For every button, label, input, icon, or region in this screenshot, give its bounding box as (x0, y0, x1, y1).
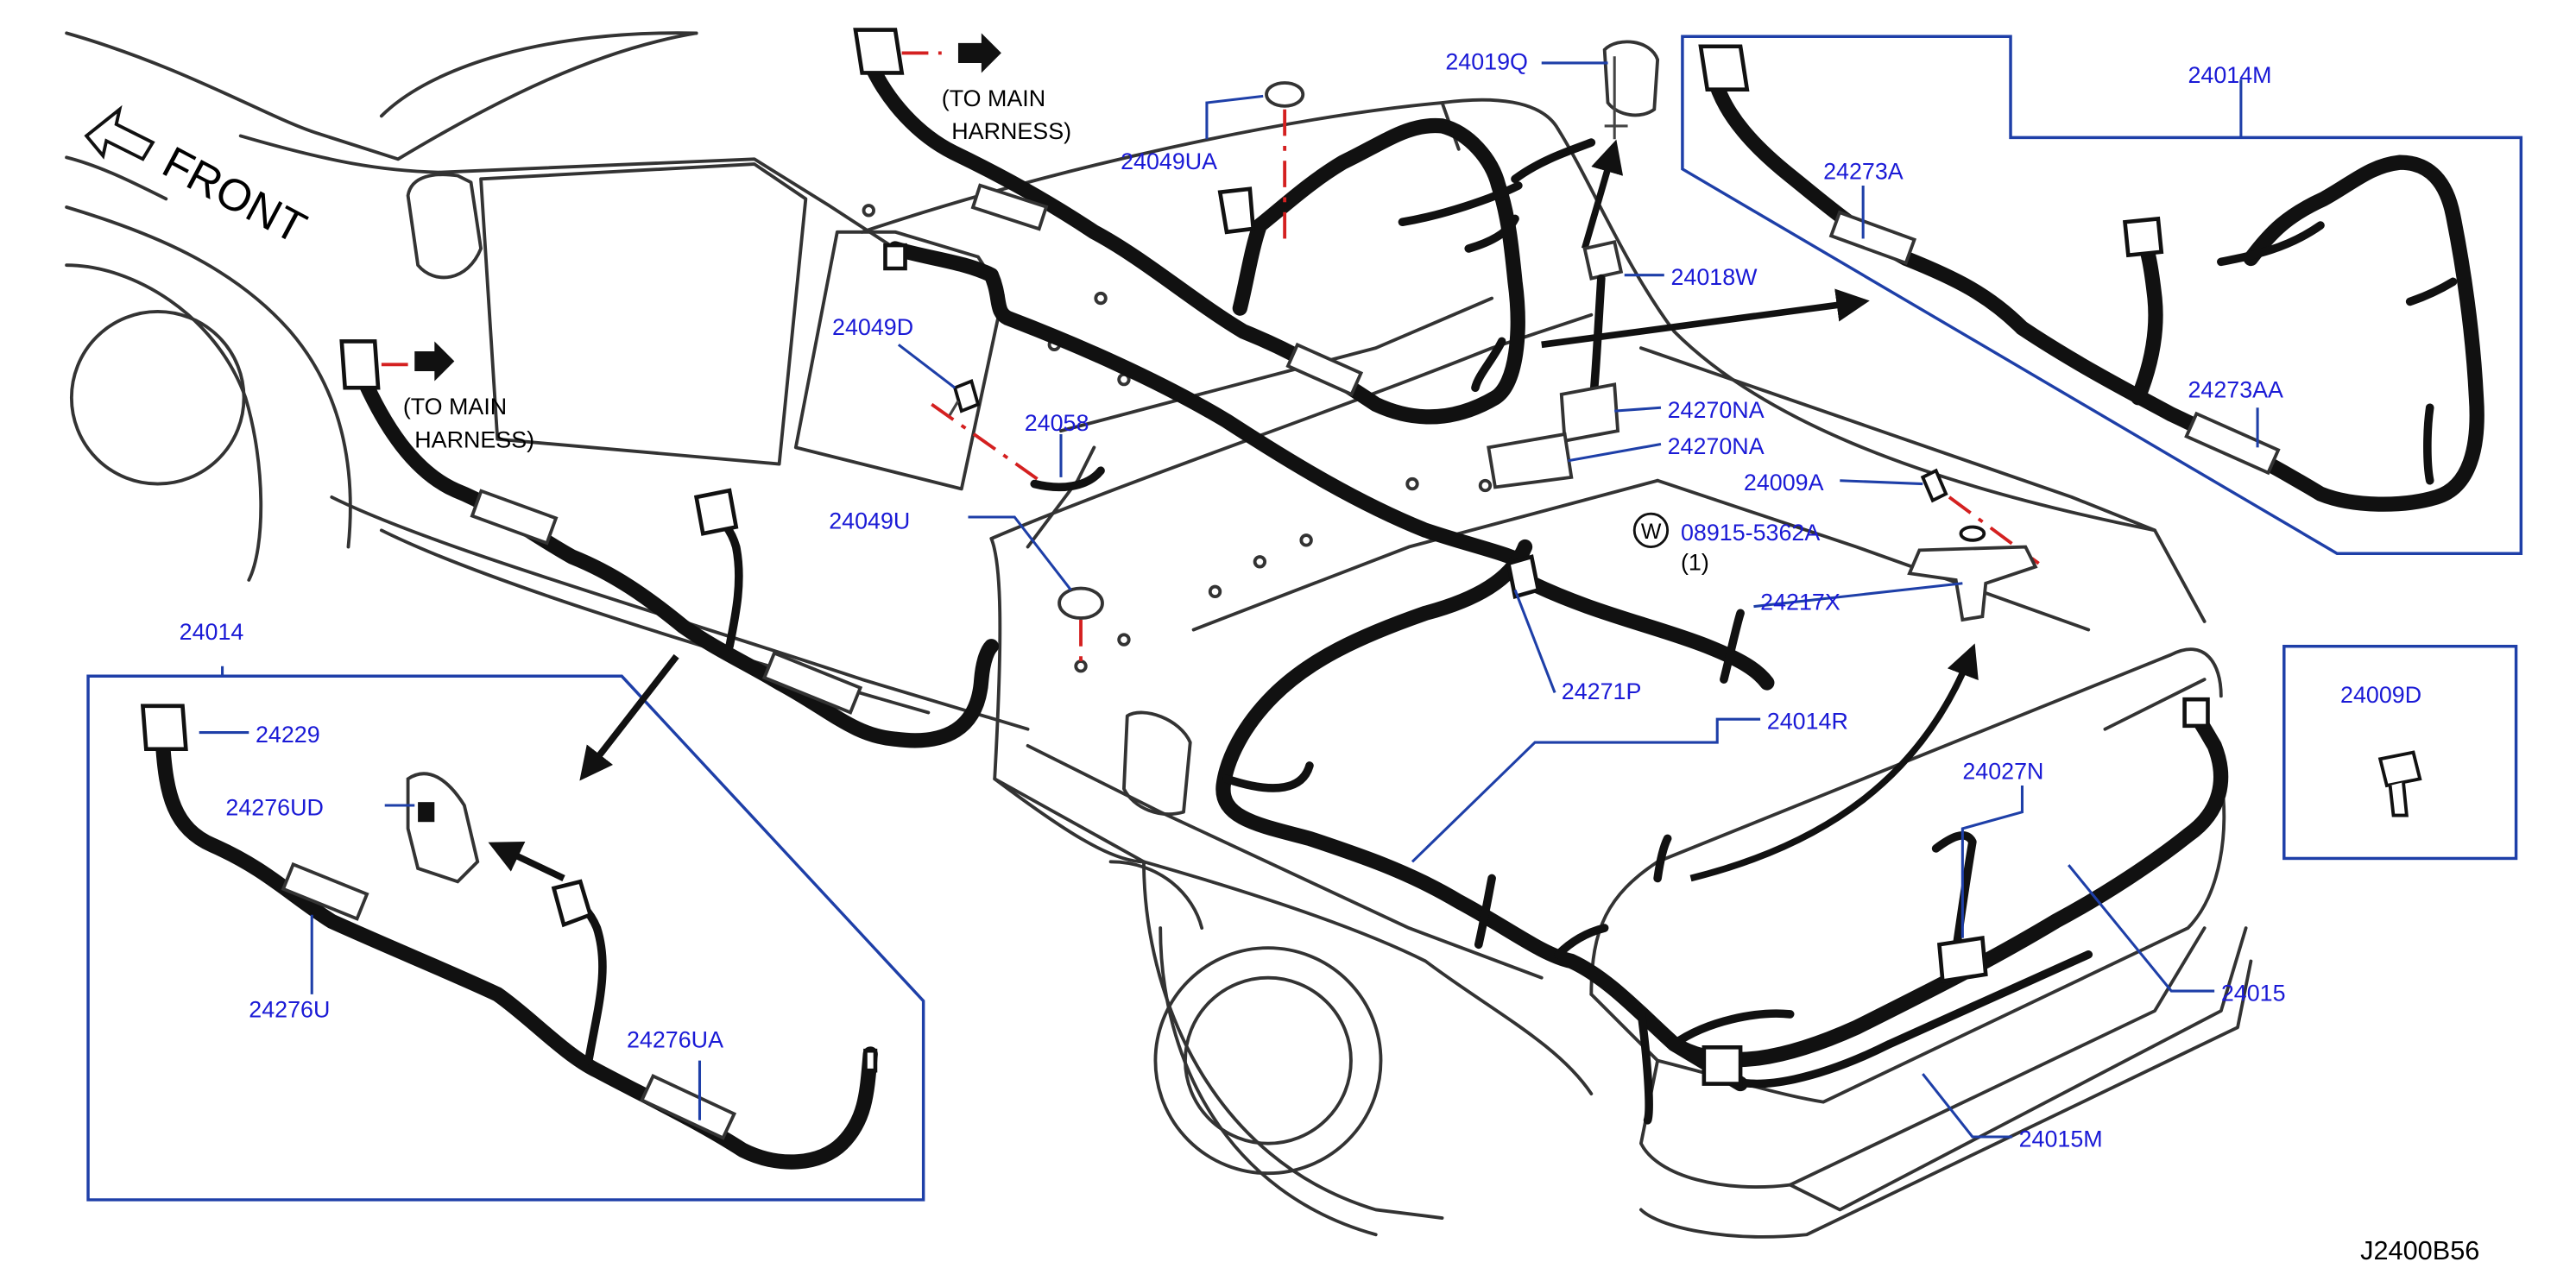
pad-24270NA (1487, 382, 1620, 489)
front-label: FRONT (155, 136, 314, 253)
harness-top (853, 28, 1596, 571)
part-label-24276UA: 24276UA (627, 1026, 723, 1052)
part-label-24015: 24015 (2221, 981, 2286, 1006)
bracket-24217X (1907, 545, 2038, 622)
grommet-24019Q (1602, 40, 1660, 140)
part-label-24049D: 24049D (832, 314, 913, 340)
quantity-label: (1) (1681, 549, 1709, 575)
part-label-24014M: 24014M (2188, 62, 2271, 88)
clip-24058 (1030, 466, 1105, 492)
note-labels: (TO MAIN HARNESS) (TO MAIN HARNESS) W (1… (403, 85, 1709, 576)
box-24009D (2282, 644, 2518, 861)
part-label-24229: 24229 (256, 722, 320, 748)
part-label-24014R: 24014R (1767, 709, 1848, 735)
harness-left (339, 339, 999, 748)
part-label-24271P: 24271P (1562, 678, 1642, 704)
part-label-24027N: 24027N (1962, 758, 2043, 784)
part-label-24009D: 24009D (2340, 682, 2421, 708)
part-label-24276U: 24276U (249, 997, 330, 1023)
to-main-harness-note-top-2: HARNESS) (951, 118, 1071, 144)
box-24014 (86, 674, 925, 1202)
washer-symbol-label: W (1641, 520, 1662, 544)
part-number-labels: 24019Q 24049UA 24014M 24273A 24273AA 240… (180, 49, 2422, 1152)
part-label-24058: 24058 (1025, 410, 1089, 436)
bracket-24276UD (406, 772, 480, 884)
harness-rear (1215, 539, 1795, 1125)
part-label-24014: 24014 (180, 619, 244, 645)
cap-24049U (1058, 586, 1104, 621)
cap-24049UA (1265, 81, 1305, 108)
part-label-08915-5362A: 08915-5362A (1681, 520, 1820, 546)
box-24014M (1681, 35, 2523, 555)
part-label-24019Q: 24019Q (1445, 49, 1528, 75)
part-label-24273AA: 24273AA (2188, 377, 2283, 403)
to-main-harness-note-top: (TO MAIN (942, 85, 1045, 111)
to-main-harness-note-left: (TO MAIN (403, 394, 507, 420)
vehicle-outline (65, 31, 2253, 1239)
bolt-24049D (947, 378, 981, 419)
part-label-24015M: 24015M (2019, 1126, 2103, 1152)
to-main-arrow-icon (957, 33, 1001, 73)
bolt-24009A (1920, 468, 1986, 542)
bolt-24009D (2377, 750, 2422, 817)
part-label-24217X: 24217X (1760, 589, 1840, 615)
harness-24015 (1666, 697, 2229, 1089)
part-label-24270NA-upper: 24270NA (1668, 397, 1765, 423)
front-arrow-icon (84, 104, 155, 161)
to-main-arrow-icon (414, 341, 455, 382)
part-label-24270NA-lower: 24270NA (1668, 433, 1765, 459)
part-label-24009A: 24009A (1744, 470, 1824, 495)
harness-24014 (140, 704, 878, 1170)
part-label-24049U: 24049U (829, 508, 910, 533)
to-main-harness-note-left-2: HARNESS) (414, 426, 534, 452)
diagram-code: J2400B56 (2360, 1235, 2479, 1265)
part-label-24273A: 24273A (1823, 158, 1904, 184)
part-label-24276UD: 24276UD (225, 795, 323, 821)
bed-holes (862, 204, 1493, 673)
part-label-24018W: 24018W (1670, 264, 1758, 290)
part-label-24049UA: 24049UA (1121, 148, 1217, 174)
harness-24014M (1698, 44, 2484, 512)
washer-symbol-icon (1632, 512, 1670, 548)
leader-lines (199, 61, 2259, 1139)
